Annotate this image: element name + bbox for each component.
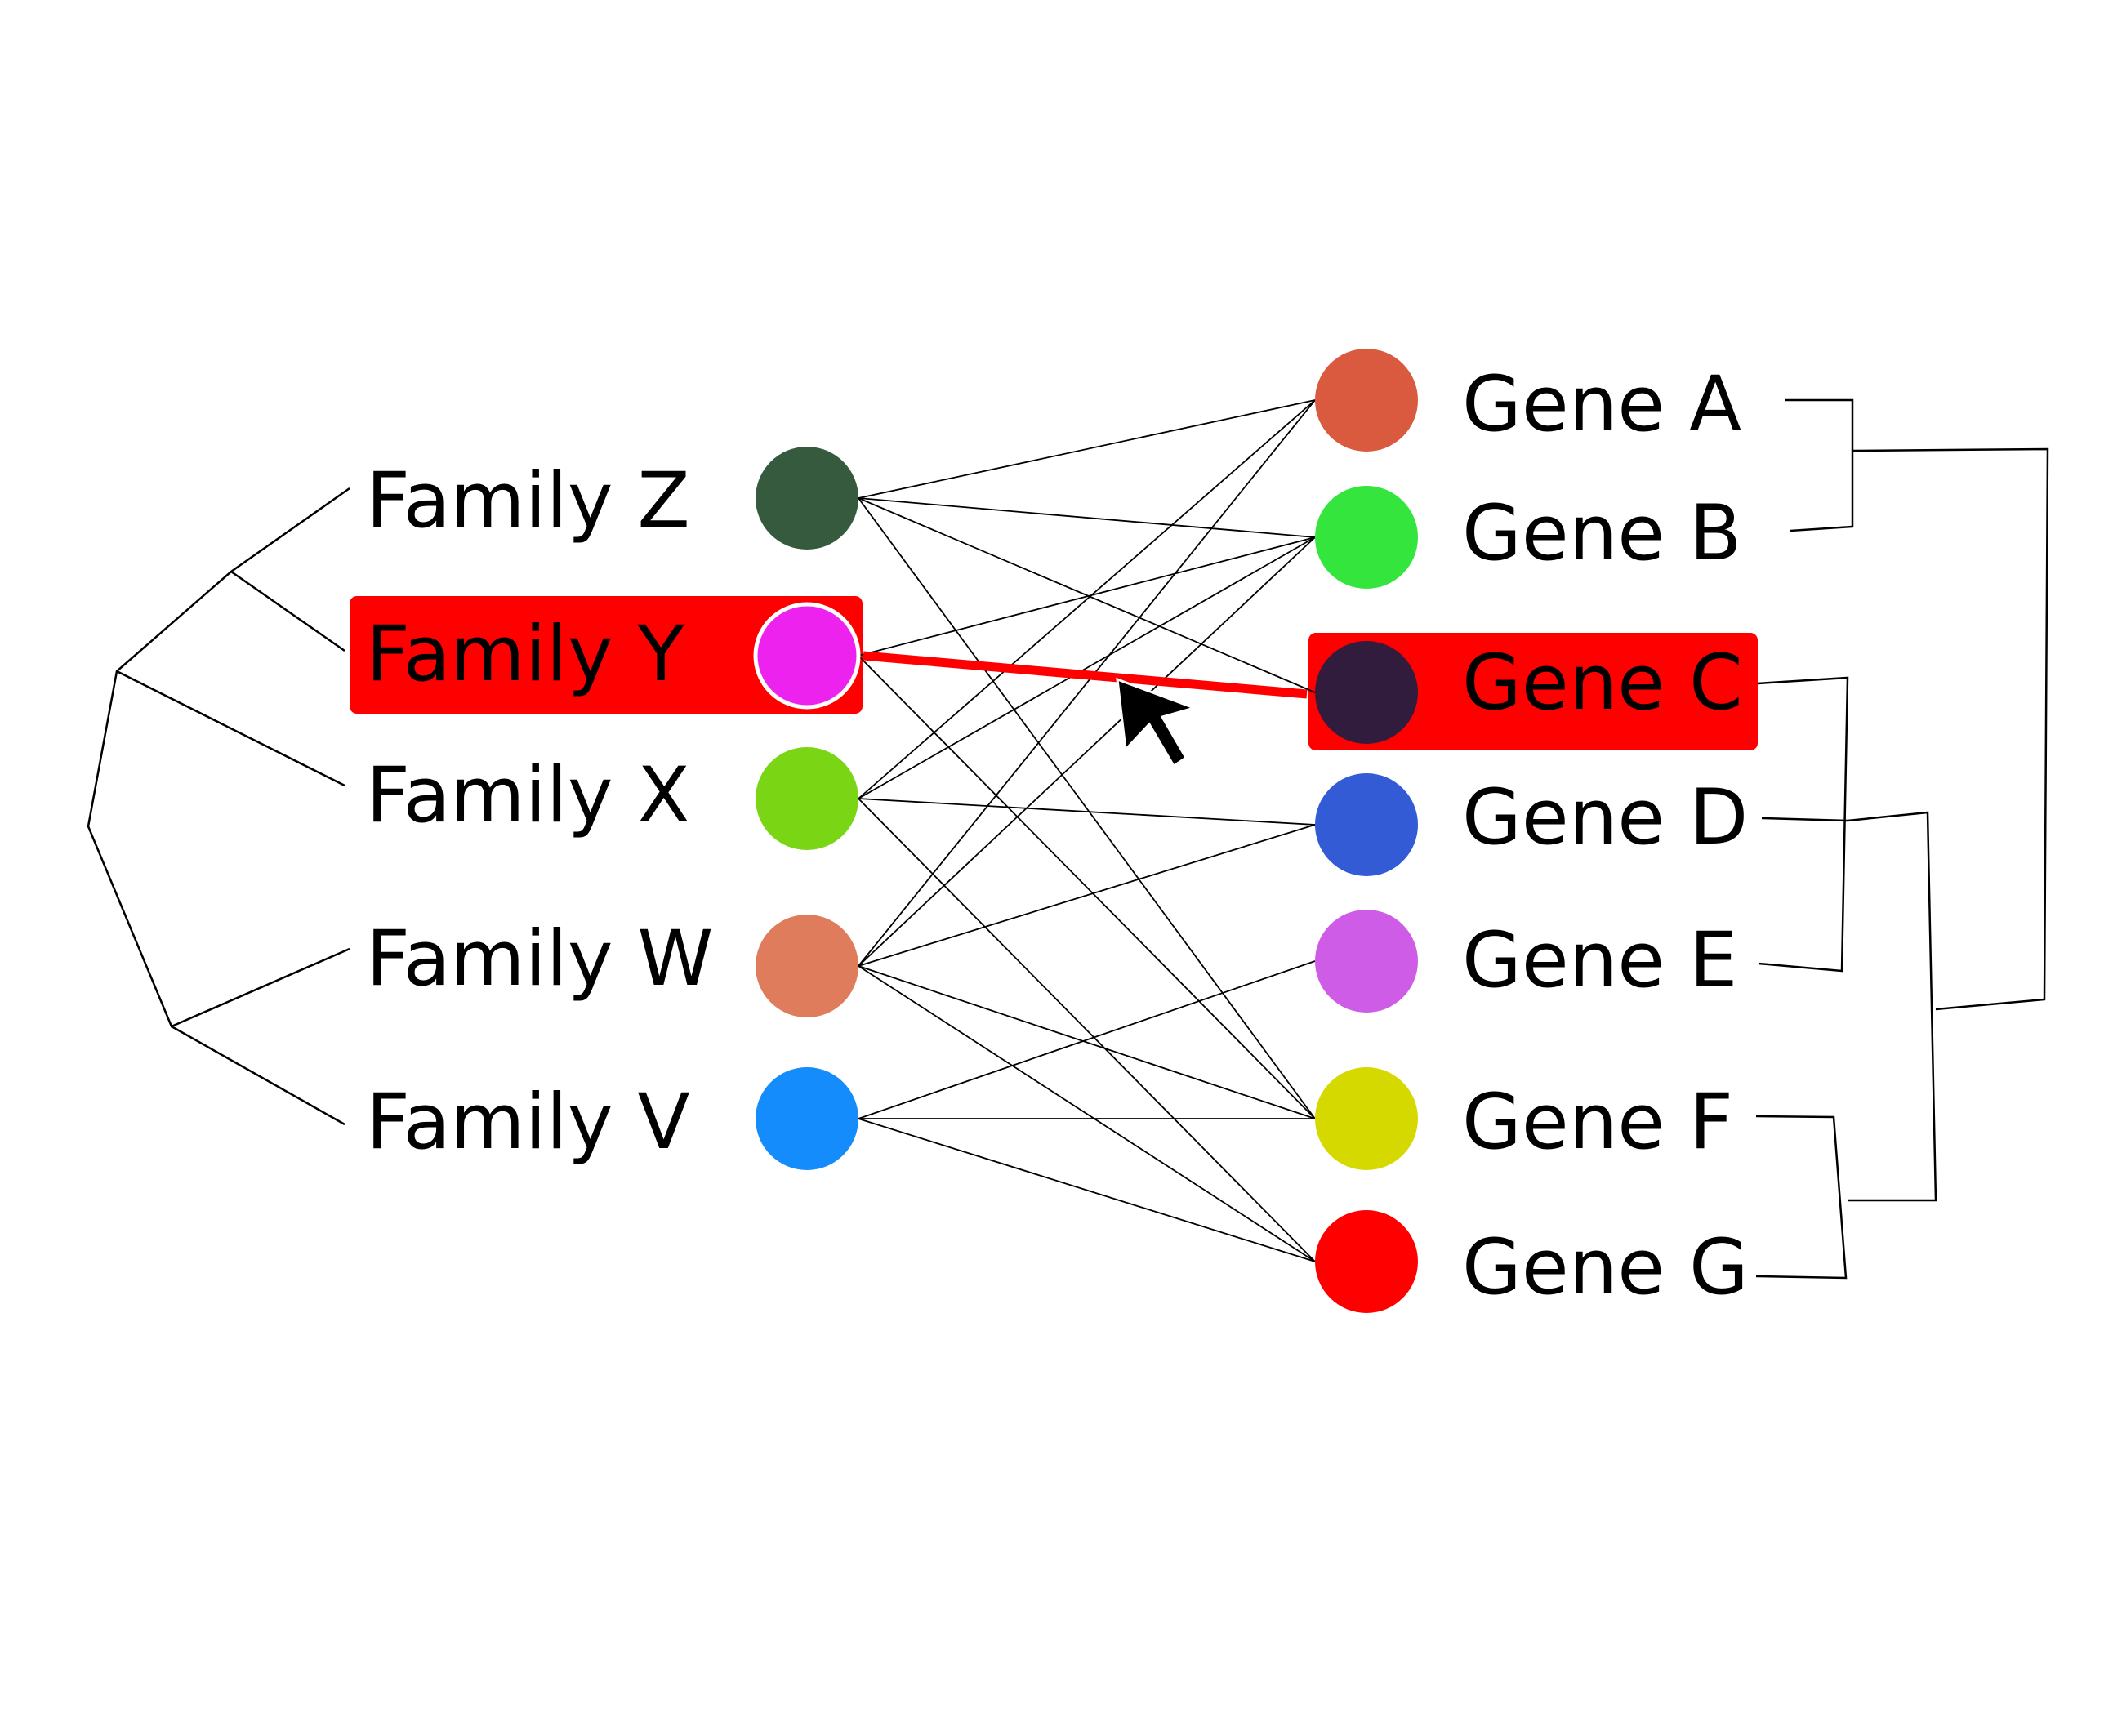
gene-label-f: Gene F: [1462, 1078, 1733, 1167]
family-node-w-circle[interactable]: [756, 915, 858, 1017]
gene-node-a[interactable]: Gene A: [1315, 349, 1741, 452]
gene-node-g[interactable]: Gene G: [1315, 1210, 1749, 1313]
gene-node-f-circle[interactable]: [1315, 1067, 1418, 1170]
gene-node-a-circle[interactable]: [1315, 349, 1418, 452]
edge-family-y-gene-b[interactable]: [858, 536, 1316, 657]
gene-label-c: Gene C: [1462, 639, 1743, 728]
family-node-x-circle[interactable]: [756, 747, 858, 850]
family-label-z: Family Z: [366, 456, 690, 545]
edge-family-x-gene-a[interactable]: [858, 399, 1316, 799]
gene-label-g: Gene G: [1462, 1223, 1749, 1312]
edge-family-w-gene-b[interactable]: [858, 536, 1316, 967]
family-node-y-circle[interactable]: [753, 602, 861, 710]
edge-family-x-gene-g[interactable]: [858, 798, 1316, 1262]
edge-family-z-gene-c[interactable]: [858, 497, 1316, 693]
edge-family-z-gene-a[interactable]: [858, 399, 1316, 499]
family-node-v[interactable]: Family V: [366, 1067, 858, 1170]
gene-node-b-circle[interactable]: [1315, 486, 1418, 589]
gene-dendrogram: [1755, 398, 2049, 1280]
gene-node-e[interactable]: Gene E: [1315, 910, 1737, 1013]
edge-family-w-gene-d[interactable]: [858, 824, 1316, 967]
gene-node-c[interactable]: Gene C: [1315, 639, 1743, 744]
family-label-w: Family W: [366, 915, 713, 1004]
gene-node-g-circle[interactable]: [1315, 1210, 1418, 1313]
edge-family-x-gene-b[interactable]: [858, 536, 1316, 799]
family-label-x: Family X: [366, 751, 690, 840]
gene-node-f[interactable]: Gene F: [1315, 1067, 1733, 1170]
gene-c-highlight-box: [1308, 633, 1758, 750]
family-node-z-circle[interactable]: [756, 447, 858, 550]
highlighted-edge-family-y-gene-c[interactable]: [863, 651, 1308, 699]
gene-node-d[interactable]: Gene D: [1315, 773, 1748, 876]
gene-label-e: Gene E: [1462, 916, 1737, 1005]
gene-label-d: Gene D: [1462, 773, 1748, 862]
gene-node-d-circle[interactable]: [1315, 773, 1418, 876]
edge-family-w-gene-a[interactable]: [858, 399, 1316, 967]
edges-layer: [858, 399, 1316, 1262]
family-dendrogram: [87, 487, 350, 1126]
edge-family-z-gene-f[interactable]: [858, 497, 1316, 1119]
family-label-y: Family Y: [366, 610, 684, 699]
mouse-pointer-icon: [1116, 677, 1198, 768]
family-node-z[interactable]: Family Z: [366, 447, 858, 550]
edge-family-z-gene-b[interactable]: [858, 497, 1316, 538]
edge-family-x-gene-d[interactable]: [858, 798, 1316, 826]
edge-family-v-gene-g[interactable]: [858, 1118, 1316, 1262]
edge-family-w-gene-f[interactable]: [858, 965, 1316, 1119]
edge-family-w-gene-g[interactable]: [858, 965, 1316, 1262]
family-node-x[interactable]: Family X: [366, 747, 858, 850]
family-label-v: Family V: [366, 1078, 690, 1167]
family-node-y[interactable]: Family Y: [366, 602, 861, 710]
edge-family-v-gene-e[interactable]: [858, 960, 1316, 1119]
family-y-highlight-box: [350, 596, 863, 714]
gene-node-e-circle[interactable]: [1315, 910, 1418, 1013]
family-node-v-circle[interactable]: [756, 1067, 858, 1170]
gene-label-a: Gene A: [1462, 360, 1741, 449]
family-node-w[interactable]: Family W: [366, 915, 858, 1017]
gene-node-b[interactable]: Gene B: [1315, 486, 1741, 589]
gene-label-b: Gene B: [1462, 489, 1741, 578]
gene-node-c-circle[interactable]: [1315, 641, 1418, 744]
edge-family-y-gene-f[interactable]: [858, 655, 1316, 1119]
